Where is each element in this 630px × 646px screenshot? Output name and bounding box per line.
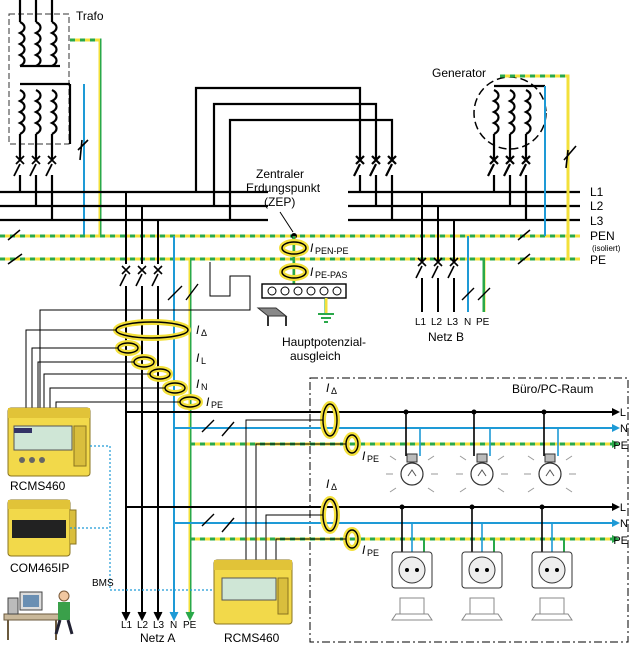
idelta-label: I [196, 323, 200, 337]
netz-b-l3: L3 [447, 317, 459, 328]
generator-label: Generator [432, 66, 486, 80]
office-circuit-1 [126, 408, 620, 456]
office2-idelta-sub: Δ [331, 482, 337, 492]
netz-b-pe: PE [476, 317, 490, 328]
hpa-label-1: Hauptpotenzial- [282, 335, 366, 349]
lamp-icon [524, 453, 576, 493]
office1-idelta-label: I [326, 381, 330, 395]
generator [473, 74, 577, 259]
office-circuit-2 [126, 503, 620, 552]
office-room-label: Büro/PC-Raum [512, 382, 593, 396]
socket-icon [461, 551, 503, 589]
office2-ipe-label: I [362, 543, 366, 557]
netz-a-pe: PE [183, 620, 197, 631]
transformer [8, 0, 102, 236]
office2-idelta-label: I [326, 477, 330, 491]
zep-label-3: (ZEP) [264, 195, 295, 209]
netz-b-l2: L2 [431, 317, 443, 328]
laptop-icon [461, 597, 503, 621]
office1-ipe-label: I [362, 449, 366, 463]
bms-bus-line [70, 445, 214, 591]
idelta-sub: Δ [201, 328, 207, 338]
lamp-icon [386, 453, 438, 493]
ipenpe-label: I [310, 241, 314, 255]
il-sub: L [201, 356, 206, 366]
bus-pen-label: PEN [590, 229, 615, 243]
bus-pe-label: PE [590, 253, 606, 267]
socket-icon [391, 551, 433, 589]
office1-l-label: L [620, 407, 626, 419]
il-label: I [196, 351, 200, 365]
office-sensor-wiring [245, 419, 346, 560]
rcms460-left-label: RCMS460 [10, 479, 66, 493]
netz-b-feeder [415, 192, 491, 312]
netz-b-n: N [464, 317, 471, 328]
com465ip-device [7, 499, 77, 557]
bus-pen-sub: (isoliert) [592, 244, 621, 253]
netz-a-n: N [170, 620, 177, 631]
zep-pointer [279, 211, 294, 233]
workstation-icon [3, 590, 74, 640]
hpa-label-2: ausgleich [290, 349, 341, 363]
netz-a-l2: L2 [137, 620, 149, 631]
office2-l-label: L [620, 502, 626, 514]
sensor-wiring [25, 262, 251, 408]
bus-l1-label: L1 [590, 185, 604, 199]
bms-label: BMS [92, 578, 114, 589]
com465ip-label: COM465IP [10, 561, 69, 575]
bus-l2-label: L2 [590, 199, 604, 213]
netz-a-l1: L1 [121, 620, 133, 631]
trafo-label: Trafo [76, 9, 104, 23]
netz-a-label: Netz A [140, 631, 175, 645]
coupling-loop [194, 86, 397, 220]
office2-ipe-sub: PE [367, 548, 379, 558]
ipepas-sub: PE-PAS [315, 270, 347, 280]
netz-b-l1: L1 [415, 317, 427, 328]
zep-label-2: Erdungspunkt [246, 181, 321, 195]
office2-n-label: N [620, 518, 628, 530]
in-label: I [196, 377, 200, 391]
ipe-label: I [206, 395, 210, 409]
zep-label-1: Zentraler [256, 167, 304, 181]
office-room-border [309, 377, 629, 643]
ipepas-label: I [310, 265, 314, 279]
laptop-icon [391, 597, 433, 621]
bus-l3-label: L3 [590, 214, 604, 228]
office1-pe-label: PE [613, 440, 628, 452]
equipotential-bar [256, 283, 347, 326]
laptop-icon [531, 597, 573, 621]
rcms460-bottom-label: RCMS460 [224, 631, 280, 645]
rcms460-bottom-device [213, 559, 293, 625]
office1-ipe-sub: PE [367, 454, 379, 464]
socket-icon [531, 551, 573, 589]
lamp-icon [456, 453, 508, 493]
office1-idelta-sub: Δ [331, 386, 337, 396]
netz-b-label: Netz B [428, 330, 464, 344]
ipenpe-sub: PEN-PE [315, 246, 349, 256]
netz-a-l3: L3 [153, 620, 165, 631]
rcms460-left-device [7, 407, 91, 477]
office1-n-label: N [620, 423, 628, 435]
ipe-sub: PE [211, 400, 223, 410]
office2-pe-label: PE [613, 535, 628, 547]
in-sub: N [201, 382, 208, 392]
